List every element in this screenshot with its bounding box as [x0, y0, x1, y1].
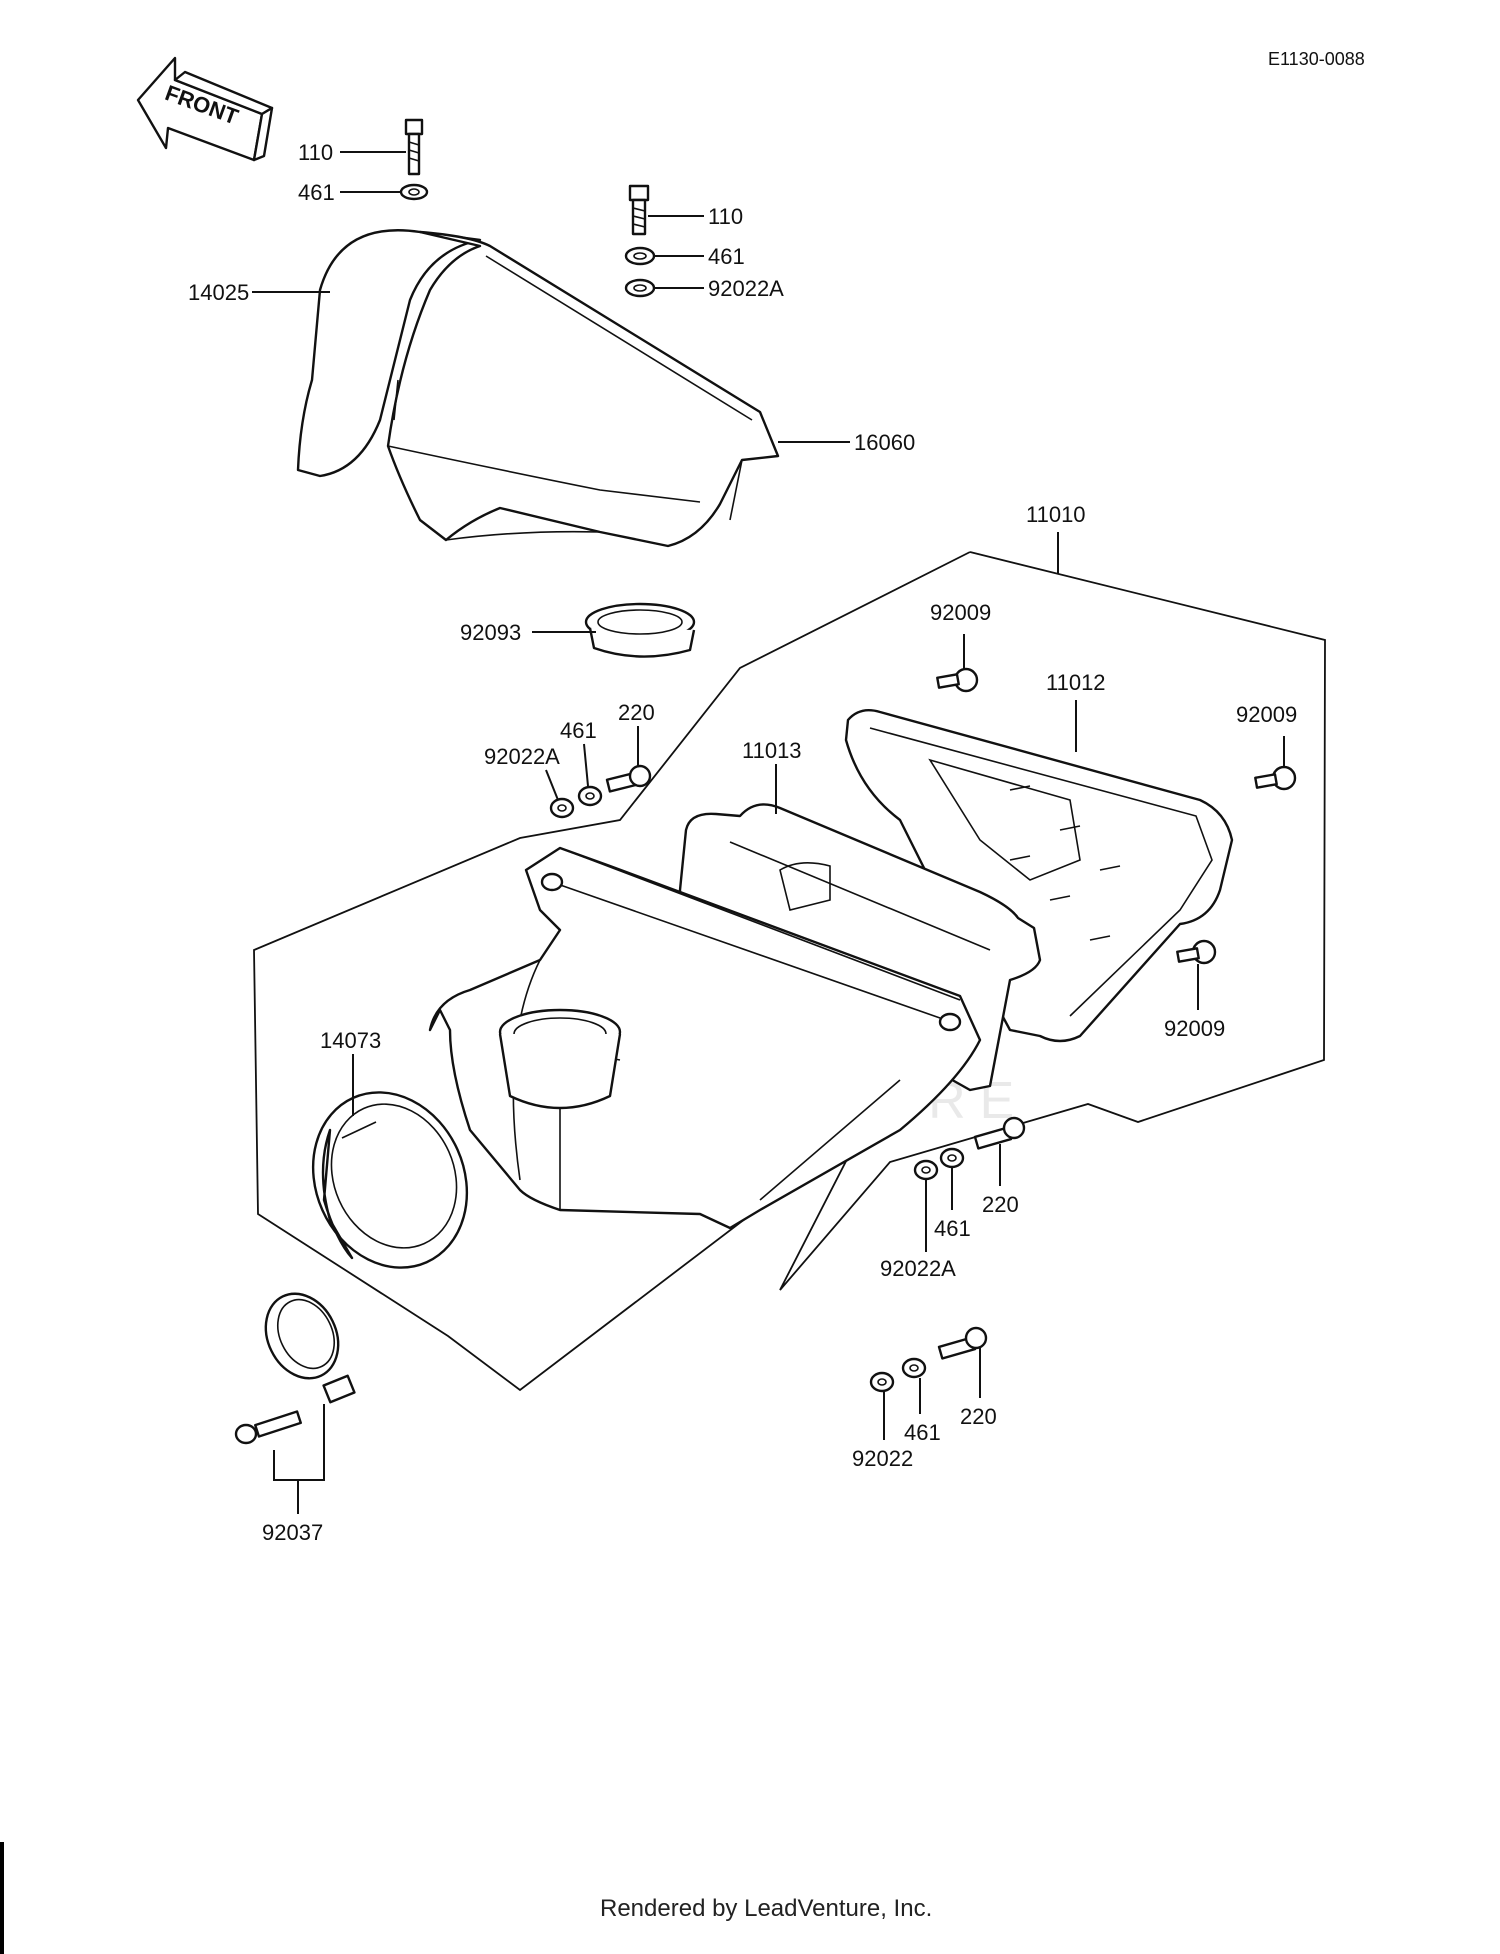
bolt-110-top-icon: [404, 118, 424, 176]
washer-461-mid-icon: [624, 246, 656, 266]
front-arrow-icon: FRONT: [136, 56, 274, 162]
air-box-housing-icon: [428, 846, 982, 1230]
cover-11012-icon: [844, 709, 1234, 1043]
screw-220-c-icon: [937, 1326, 988, 1360]
duct-14073-icon: [311, 1091, 469, 1269]
label-92022: 92022: [852, 1446, 913, 1471]
screw-92009-c-icon: [1176, 939, 1217, 965]
frame-11010: [253, 551, 1326, 1392]
washer-92022-icon: [869, 1371, 895, 1393]
label-92009-c: 92009: [1164, 1016, 1225, 1041]
label-461-a: 461: [560, 718, 597, 743]
label-110-mid: 110: [708, 204, 743, 229]
label-11013: 11013: [742, 738, 802, 763]
label-110-top: 110: [298, 140, 333, 165]
label-92037: 92037: [262, 1520, 323, 1545]
label-92093: 92093: [460, 620, 521, 645]
label-92022a-a: 92022A: [484, 744, 560, 769]
clamp-92037-icon: [264, 1292, 356, 1404]
edge-mark: [0, 1842, 4, 1954]
cover-14025-icon: [296, 229, 780, 548]
washer-461-c-icon: [901, 1357, 927, 1379]
screw-92009-a-icon: [936, 667, 979, 693]
washer-92022a-b-icon: [913, 1159, 939, 1181]
label-92009-a: 92009: [930, 600, 991, 625]
screw-220-a-icon: [605, 764, 652, 793]
label-14073: 14073: [320, 1028, 381, 1053]
label-461-mid: 461: [708, 244, 745, 269]
screw-92037-icon: [234, 1410, 302, 1445]
seal-92093-icon: [584, 602, 696, 658]
label-220-b: 220: [982, 1192, 1019, 1217]
label-92009-b: 92009: [1236, 702, 1297, 727]
screw-92009-b-icon: [1254, 765, 1297, 791]
label-92022a-top: 92022A: [708, 276, 784, 301]
washer-461-top-icon: [399, 183, 429, 201]
label-220-a: 220: [618, 700, 655, 725]
bolt-110-mid-icon: [628, 184, 650, 236]
washer-461-b-icon: [939, 1147, 965, 1169]
screw-220-b-icon: [973, 1116, 1026, 1150]
label-461-b: 461: [934, 1216, 971, 1241]
label-461-c: 461: [904, 1420, 941, 1445]
washer-92022a-a-icon: [549, 797, 575, 819]
reference-code: E1130-0088: [1268, 49, 1365, 69]
label-11010: 11010: [1026, 502, 1086, 527]
label-92022a-b: 92022A: [880, 1256, 956, 1281]
label-11012: 11012: [1046, 670, 1106, 695]
label-220-c: 220: [960, 1404, 997, 1429]
washer-461-a-icon: [577, 785, 603, 807]
footer-credit: Rendered by LeadVenture, Inc.: [600, 1895, 932, 1922]
washer-92022a-top-icon: [624, 278, 656, 298]
label-461-top: 461: [298, 180, 335, 205]
label-16060: 16060: [854, 430, 915, 455]
label-14025: 14025: [188, 280, 249, 305]
